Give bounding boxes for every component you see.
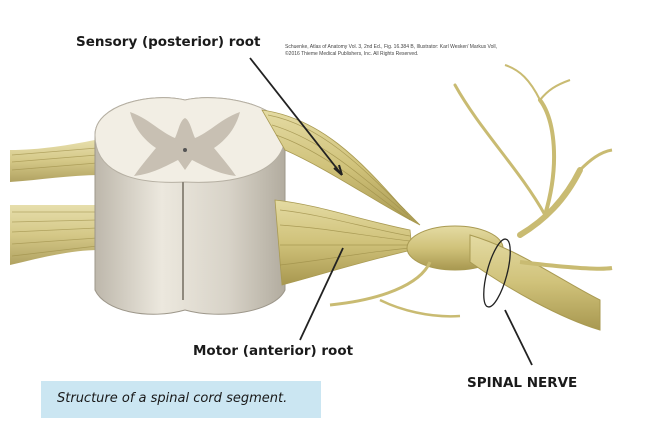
motor-leader: [299, 247, 344, 341]
leader-lines: [249, 57, 533, 366]
dorsal-roots: [261, 109, 421, 226]
credit-line-1: Schuenke, Atlas of Anatomy Vol. 3, 2nd E…: [285, 44, 497, 50]
left-nerve-roots: [10, 140, 100, 265]
spinal-nerve-marker: [483, 238, 511, 308]
image-credit: Schuenke, Atlas of Anatomy Vol. 3, 2nd E…: [285, 44, 605, 58]
caption-box: Structure of a spinal cord segment.: [41, 381, 321, 418]
ventral-roots: [274, 199, 413, 286]
sensory-leader: [249, 57, 343, 176]
spinal-nerve-label: SPINAL NERVE: [467, 375, 578, 391]
spinal-leader: [504, 309, 533, 366]
spinal-nerve-trunk: [329, 64, 613, 331]
gray-matter: [130, 112, 240, 176]
caption-text: Structure of a spinal cord segment.: [57, 391, 288, 406]
motor-root-label: Motor (anterior) root: [193, 343, 354, 359]
spinal-cord-segment: [94, 97, 286, 315]
credit-line-2: ©2016 Thieme Medical Publishers, Inc. Al…: [285, 51, 419, 57]
sensory-root-label: Sensory (posterior) root: [76, 34, 261, 50]
